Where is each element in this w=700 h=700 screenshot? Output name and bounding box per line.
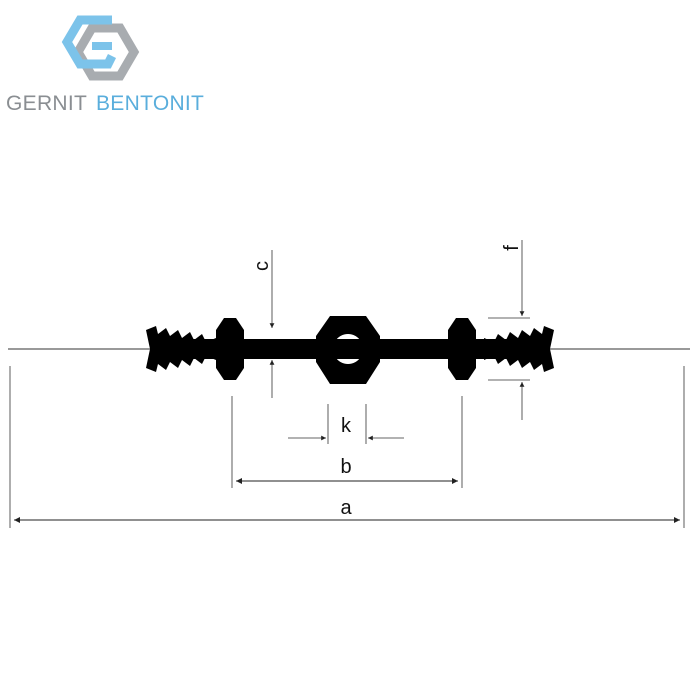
gernit-bentonit-logo bbox=[61, 15, 140, 81]
label-c: c bbox=[251, 261, 273, 271]
brand-name-bentonit: BENTONIT bbox=[96, 92, 205, 115]
logo-hexagon-icon bbox=[61, 15, 140, 81]
dimension-c: c bbox=[251, 250, 275, 398]
dimension-k: k bbox=[288, 404, 404, 444]
dimension-a: a bbox=[9, 366, 685, 528]
label-a: a bbox=[340, 497, 352, 519]
label-f: f bbox=[501, 245, 523, 251]
brand-name-gernit: GERNIT bbox=[6, 92, 88, 115]
label-k: k bbox=[341, 415, 352, 437]
dimension-f: f bbox=[488, 240, 530, 420]
label-b: b bbox=[340, 456, 351, 478]
waterstop-profile bbox=[146, 316, 554, 384]
dimension-b: b bbox=[231, 396, 463, 488]
